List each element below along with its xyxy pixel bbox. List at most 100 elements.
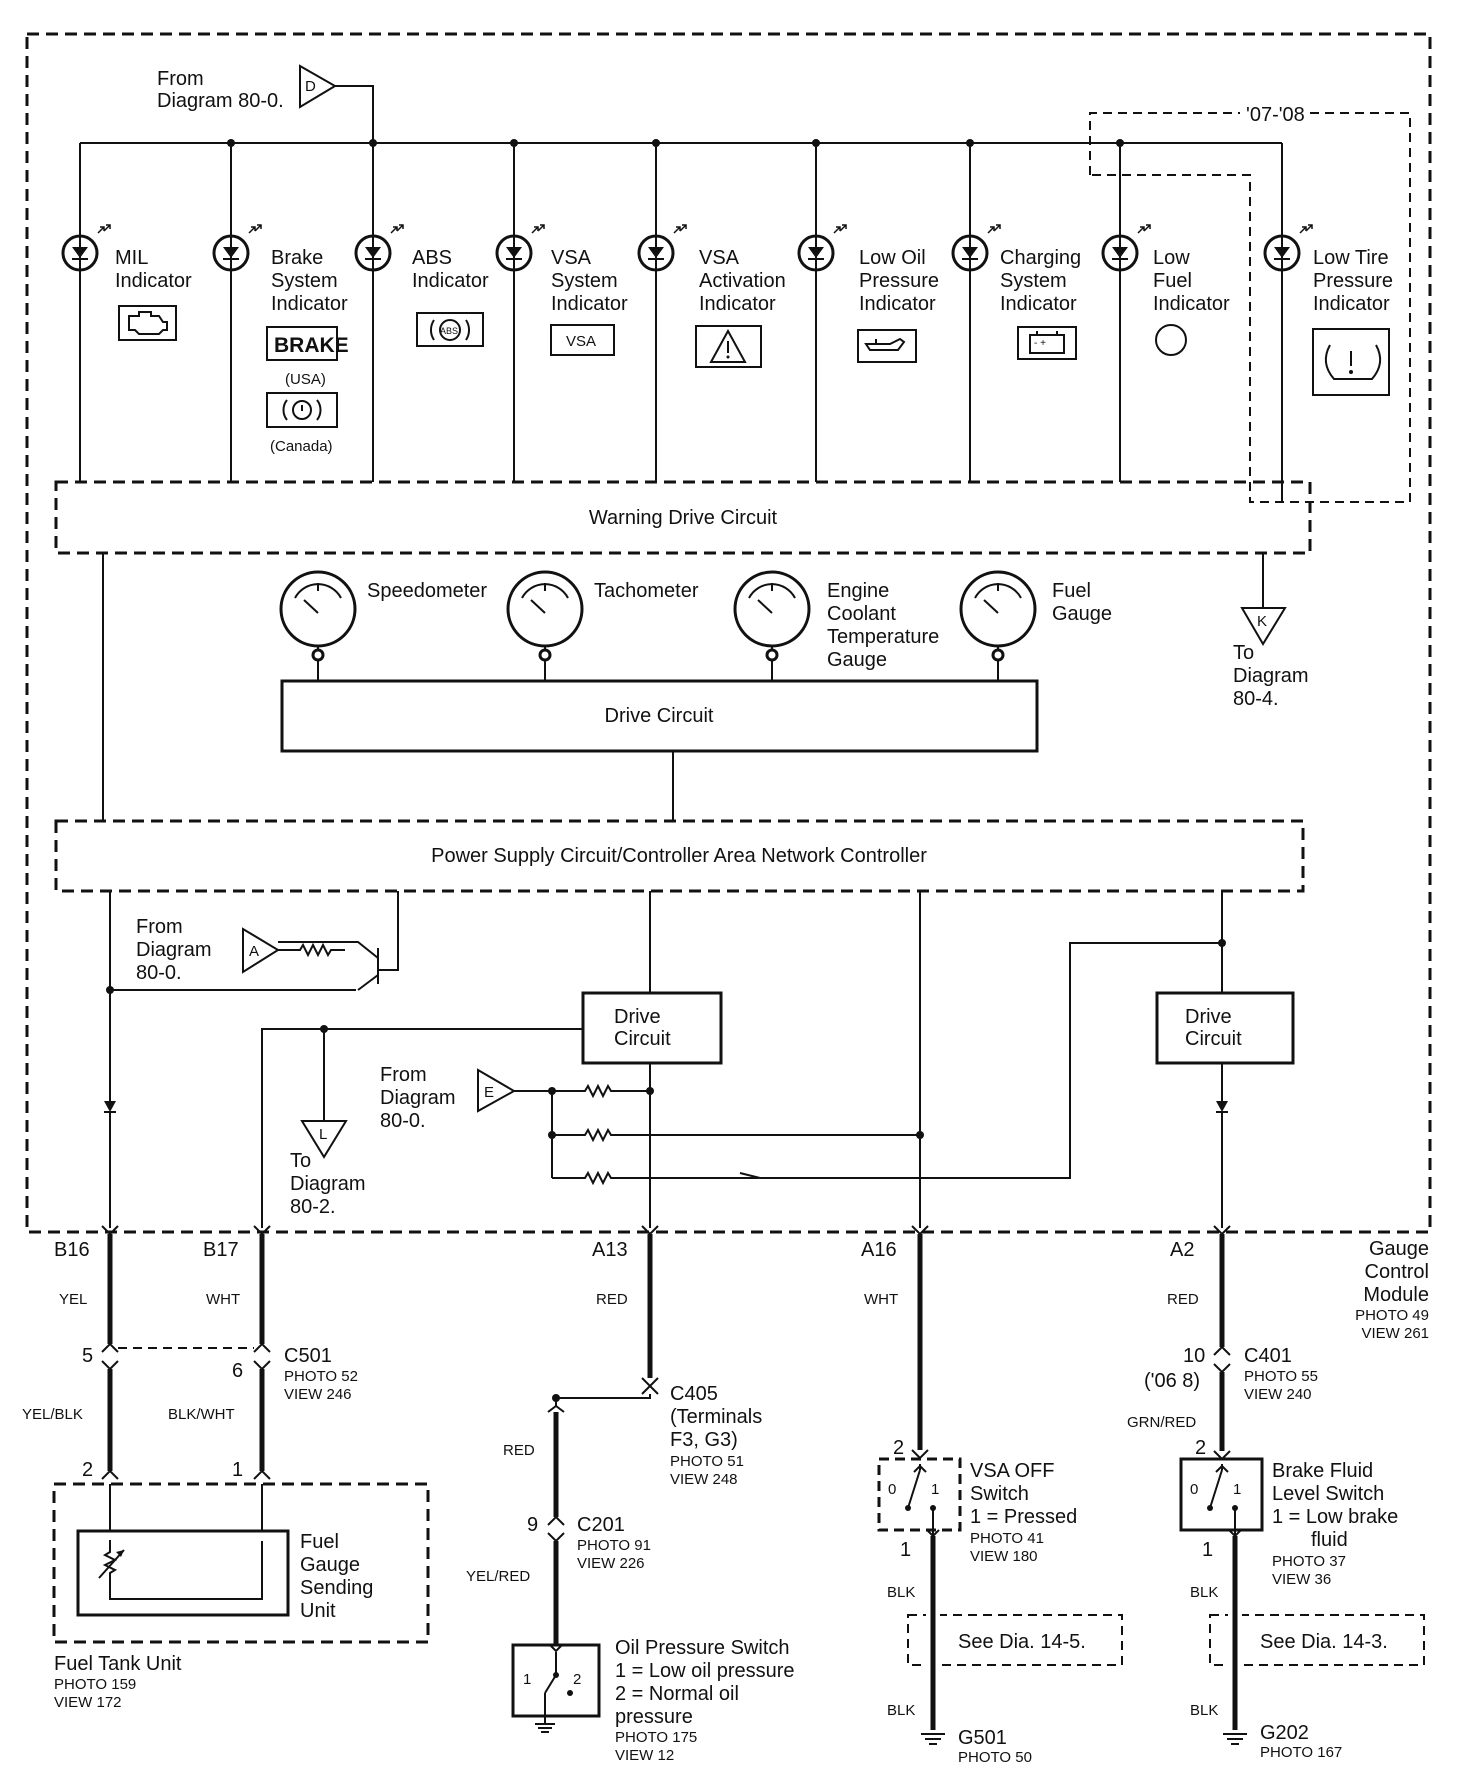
led-abs-icon (354, 224, 404, 272)
ref-e-triangle (477, 1068, 517, 1113)
warning-drive-circuit-block (54, 480, 1312, 555)
wire-bf-blk2: BLK (1190, 1702, 1218, 1719)
oil-can-icon (857, 329, 917, 363)
drive-circuit-block (280, 679, 1039, 753)
external-harness (101, 1225, 1231, 1480)
vsa-switch-pos0: 0 (888, 1481, 896, 1498)
pin-a16: A16 (861, 1239, 897, 1261)
led-vsa-activation-icon (637, 224, 687, 272)
led-low-oil-icon (797, 224, 847, 272)
ref-l-letter: L (319, 1126, 327, 1143)
fuel-gauge-sending-unit (76, 1529, 290, 1617)
see-dia-14-3-box (1209, 1614, 1425, 1666)
wire-b17: WHT (206, 1291, 240, 1308)
oil-switch-pos2: 2 (573, 1671, 581, 1688)
oil-switch-photo: PHOTO 175 (615, 1729, 697, 1746)
wire-b16: YEL (59, 1291, 87, 1308)
c501-pin-a: 5 (82, 1345, 93, 1367)
tachometer-label: Tachometer (594, 580, 699, 602)
c501-view: VIEW 246 (284, 1386, 352, 1403)
pin-a13: A13 (592, 1239, 628, 1261)
led-brake-icon (212, 224, 262, 272)
g202-photo: PHOTO 167 (1260, 1744, 1342, 1761)
c401-name: C401 (1244, 1345, 1292, 1367)
ref-d-diagram: Diagram 80-0. (157, 90, 284, 112)
see-dia-14-5-box (907, 1614, 1123, 1666)
vsa-switch-top-terminal (911, 1449, 929, 1460)
pin-b16: B16 (54, 1239, 90, 1261)
g501-name: G501 (958, 1727, 1007, 1749)
drive-circuit-label: Drive Circuit (605, 705, 714, 727)
fuel-tank-unit-photo: PHOTO 159 (54, 1676, 136, 1693)
ref-d-letter: D (305, 78, 316, 95)
wire-b17-low: BLK/WHT (168, 1406, 235, 1423)
c201-view: VIEW 226 (577, 1555, 645, 1572)
wire-a16: WHT (864, 1291, 898, 1308)
indicator-leds (61, 224, 1313, 272)
fuel-tank-pin-a: 2 (82, 1459, 93, 1481)
ref-l-triangle (300, 1120, 348, 1159)
led-mil-icon (61, 224, 111, 272)
brake-switch-photo: PHOTO 37 (1272, 1553, 1346, 1570)
c201-name: C201 (577, 1514, 625, 1536)
ref-k-triangle (1240, 607, 1287, 646)
coolant-temp-gauge (733, 570, 811, 681)
c405-photo: PHOTO 51 (670, 1453, 744, 1470)
power-supply-can-label: Power Supply Circuit/Controller Area Net… (431, 845, 927, 867)
wire-a13-low: RED (503, 1442, 535, 1459)
led-vsa-system-icon (495, 224, 545, 272)
power-supply-can-block (54, 819, 1305, 893)
g202-name: G202 (1260, 1722, 1309, 1744)
fuel-tank-pin-b: 1 (232, 1459, 243, 1481)
module-view: VIEW 261 (1361, 1325, 1429, 1342)
ref-e-letter: E (484, 1084, 494, 1101)
c405-view: VIEW 248 (670, 1471, 738, 1488)
svg-text:- +: - + (1034, 338, 1046, 349)
brake-switch-view: VIEW 36 (1272, 1571, 1331, 1588)
brake-switch-pin-top: 2 (1195, 1437, 1206, 1459)
ref-d-triangle (299, 64, 337, 109)
brake-switch-pos0: 0 (1190, 1481, 1198, 1498)
gauge-control-module-outline (25, 32, 1432, 1234)
svg-text:(Canada): (Canada) (270, 438, 333, 455)
see-dia-14-5: See Dia. 14-5. (958, 1631, 1086, 1653)
c401-photo: PHOTO 55 (1244, 1368, 1318, 1385)
c401-view: VIEW 240 (1244, 1386, 1312, 1403)
wire-a2: RED (1167, 1291, 1199, 1308)
wire-bf-blk1: BLK (1190, 1584, 1218, 1601)
led-charging-icon (951, 224, 1001, 272)
c201-pin: 9 (527, 1514, 538, 1536)
warning-triangle-icon (695, 325, 762, 368)
c405-link (555, 1394, 651, 1406)
wire-vsa-blk1: BLK (887, 1584, 915, 1601)
resistor-a (278, 942, 345, 958)
led-low-tire-icon (1263, 224, 1313, 272)
abs-icon: ABS (416, 312, 484, 347)
fuel-tank-unit-name: Fuel Tank Unit (54, 1653, 182, 1675)
wire-vsa-blk2: BLK (887, 1702, 915, 1719)
c501-name: C501 (284, 1345, 332, 1367)
vsa-switch-pin-bottom: 1 (900, 1539, 911, 1561)
g501-photo: PHOTO 50 (958, 1749, 1032, 1766)
pin-a2: A2 (1170, 1239, 1194, 1261)
c501-pin-b: 6 (232, 1360, 243, 1382)
drive-circuit-left-block (581, 991, 723, 1065)
c201-connector (547, 1515, 565, 1543)
